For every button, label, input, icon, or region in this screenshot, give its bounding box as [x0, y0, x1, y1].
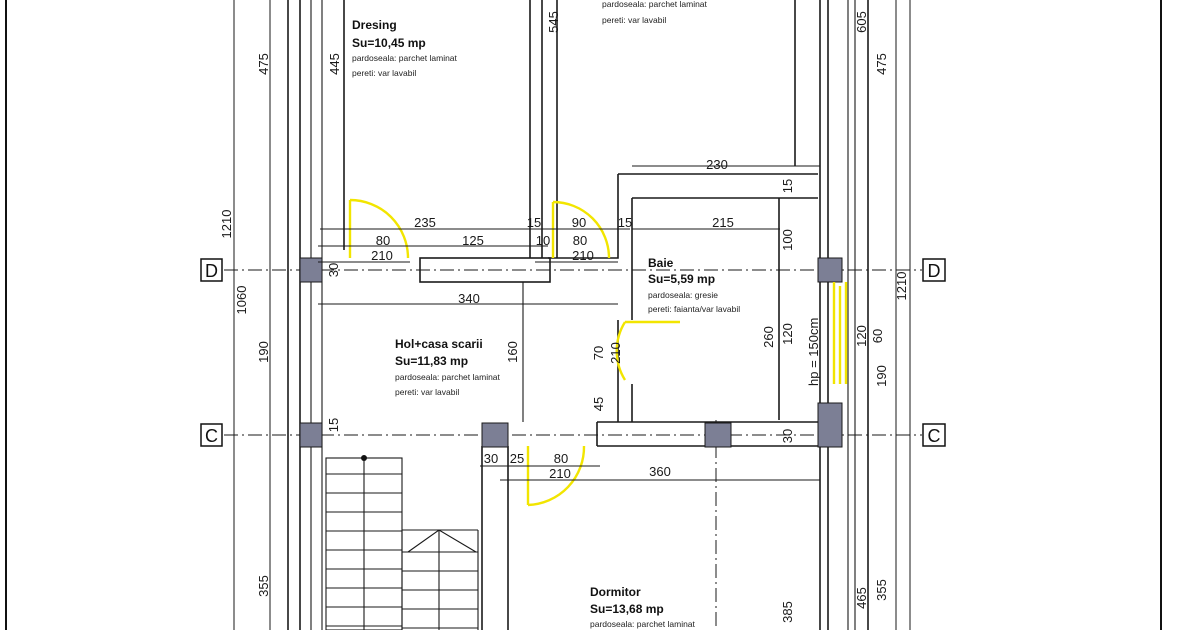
dim-475-left: 475 — [256, 53, 271, 75]
room-hol: Hol+casa scarii Su=11,83 mp pardoseala: … — [395, 337, 501, 397]
room-dresing-name: Dresing — [352, 18, 397, 32]
dim-15-a: 15 — [780, 179, 795, 193]
room-baie-floor: pardoseala: gresie — [648, 290, 718, 300]
room-top-right-floor: pardoseala: parchet laminat — [602, 0, 708, 9]
room-hol-area: Su=11,83 mp — [395, 354, 468, 368]
room-baie-area: Su=5,59 mp — [648, 272, 715, 286]
door-baie — [615, 320, 680, 381]
dim-80-c: 80 — [554, 451, 568, 466]
room-dormitor-floor: pardoseala: parchet laminat — [590, 619, 696, 629]
dim-30-b: 30 — [780, 429, 795, 443]
dim-120-b: 120 — [780, 323, 795, 345]
dim-445: 445 — [327, 53, 342, 75]
door-top-middle — [551, 200, 611, 259]
axis-c-right-label: C — [928, 426, 941, 446]
staircase — [325, 455, 479, 630]
dim-1060: 1060 — [234, 286, 249, 315]
stair-treads — [326, 473, 478, 629]
dim-190-right: 190 — [874, 365, 889, 387]
dim-230: 230 — [706, 157, 728, 172]
dim-80-b: 80 — [573, 233, 587, 248]
room-hol-floor: pardoseala: parchet laminat — [395, 372, 501, 382]
dim-355-right: 355 — [874, 579, 889, 601]
room-hol-name: Hol+casa scarii — [395, 337, 483, 351]
dim-465: 465 — [854, 587, 869, 609]
room-baie-walls: pereti: faianta/var lavabil — [648, 304, 740, 314]
room-baie-name: Baie — [648, 256, 674, 270]
dim-360: 360 — [649, 464, 671, 479]
room-baie: Baie Su=5,59 mp pardoseala: gresie peret… — [648, 256, 740, 314]
column — [299, 257, 323, 283]
door-dormitor — [526, 445, 586, 507]
axis-marker-c-right: C — [922, 423, 946, 447]
room-dormitor-area: Su=13,68 mp — [590, 602, 664, 616]
vertical-dimension-lines — [233, 0, 911, 630]
dim-340: 340 — [458, 291, 480, 306]
dim-30-a: 30 — [326, 263, 341, 277]
dim-355-left: 355 — [256, 575, 271, 597]
axis-marker-d-right: D — [922, 258, 946, 282]
room-top-right: pardoseala: parchet laminat pereti: var … — [602, 0, 708, 25]
axis-lines — [224, 0, 922, 630]
doors — [348, 198, 848, 507]
dim-15-c: 15 — [618, 215, 632, 230]
dim-605: 605 — [854, 11, 869, 33]
axis-marker-d-left: D — [200, 258, 223, 282]
dim-215: 215 — [712, 215, 734, 230]
dim-385: 385 — [780, 601, 795, 623]
structural-columns — [299, 257, 843, 448]
dim-10: 10 — [536, 233, 550, 248]
dim-475-right: 475 — [874, 53, 889, 75]
dim-235: 235 — [414, 215, 436, 230]
dim-190-left: 190 — [256, 341, 271, 363]
column — [704, 422, 732, 448]
dim-80-a: 80 — [376, 233, 390, 248]
dim-100: 100 — [780, 229, 795, 251]
dim-210-d: 210 — [549, 466, 571, 481]
room-dresing-floor: pardoseala: parchet laminat — [352, 53, 458, 63]
dim-15-e: 15 — [326, 418, 341, 432]
horizontal-dimension-lines — [318, 165, 820, 481]
dim-25: 25 — [510, 451, 524, 466]
room-dresing: Dresing Su=10,45 mp pardoseala: parchet … — [352, 18, 458, 78]
dim-1210-left: 1210 — [219, 210, 234, 239]
dim-210-a: 210 — [371, 248, 393, 263]
room-dresing-area: Su=10,45 mp — [352, 36, 426, 50]
column — [481, 422, 509, 448]
dim-120-a: 120 — [854, 325, 869, 347]
axis-d-left-label: D — [205, 261, 218, 281]
dim-545: 545 — [546, 11, 561, 33]
dim-90: 90 — [572, 215, 586, 230]
dim-125: 125 — [462, 233, 484, 248]
window-height-label: hp = 150cm — [806, 318, 821, 386]
dim-60: 60 — [870, 329, 885, 343]
room-dormitor: Dormitor Su=13,68 mp pardoseala: parchet… — [590, 585, 696, 629]
dim-15-b: 15 — [527, 215, 541, 230]
dim-45: 45 — [591, 397, 606, 411]
dim-210-b: 210 — [572, 248, 594, 263]
room-dormitor-name: Dormitor — [590, 585, 641, 599]
axis-d-right-label: D — [928, 261, 941, 281]
walls — [287, 0, 869, 630]
room-hol-walls: pereti: var lavabil — [395, 387, 459, 397]
dim-210-c: 210 — [608, 342, 623, 364]
dim-30-c: 30 — [484, 451, 498, 466]
column — [817, 257, 843, 283]
axis-marker-c-left: C — [200, 423, 223, 447]
dim-1210-right: 1210 — [894, 272, 909, 301]
horizontal-dimension-values: 230 235 15 90 15 215 80 125 10 80 210 21… — [371, 157, 734, 481]
dim-70: 70 — [591, 346, 606, 360]
column — [299, 422, 323, 448]
column — [817, 402, 843, 448]
vertical-dimension-values: 475 445 545 605 475 1210 1060 190 355 12… — [219, 11, 909, 623]
room-top-right-walls: pereti: var lavabil — [602, 15, 666, 25]
dim-160: 160 — [505, 341, 520, 363]
room-dresing-walls: pereti: var lavabil — [352, 68, 416, 78]
axis-c-left-label: C — [205, 426, 218, 446]
dim-260: 260 — [761, 326, 776, 348]
